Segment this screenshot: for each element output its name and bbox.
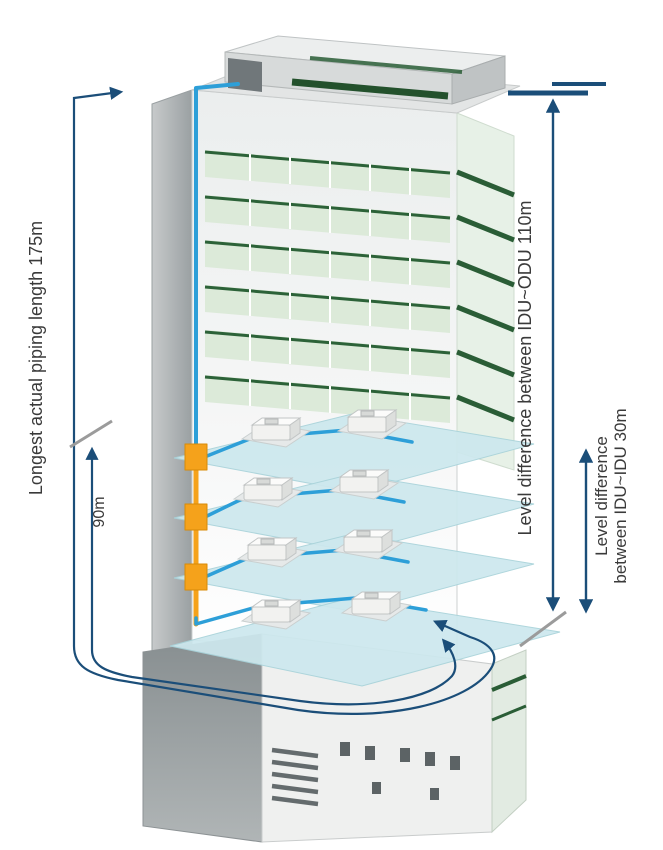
- measurements: [69, 82, 606, 716]
- branch-joint-1: [184, 443, 208, 471]
- podium-louvers: [271, 747, 319, 807]
- label-level-idu-odu: Level difference between IDU~ODU 110m: [515, 200, 535, 535]
- right-face-spandrel-bars: [456, 169, 515, 423]
- piping-length-path-175m: [72, 86, 496, 716]
- branch-joint-2: [184, 503, 208, 531]
- label-longest-piping: Longest actual piping length 175m: [26, 221, 46, 495]
- label-level-idu-idu-line2: between IDU~IDU 30m: [611, 408, 630, 583]
- podium-left-face: [142, 633, 263, 843]
- tower-right-glass-face: [456, 112, 515, 471]
- riser-length-path-90m: [85, 446, 457, 706]
- podium-windows: [340, 742, 460, 800]
- idu-level-tick-right: [519, 610, 567, 648]
- labels: Longest actual piping length 175m 90m Le…: [26, 200, 630, 583]
- label-90m: 90m: [91, 496, 108, 527]
- label-level-idu-idu-line1: Level difference: [592, 436, 611, 556]
- odu-green-bar-upper: [309, 56, 463, 74]
- branch-joint-3: [184, 563, 208, 591]
- podium-right-face: [491, 649, 527, 834]
- podium-green-bars: [491, 674, 527, 722]
- podium-building: [142, 633, 527, 843]
- idu-level-tick-left: [69, 419, 113, 449]
- odu-right-face: [451, 55, 506, 105]
- odu-intake-slot: [228, 58, 262, 92]
